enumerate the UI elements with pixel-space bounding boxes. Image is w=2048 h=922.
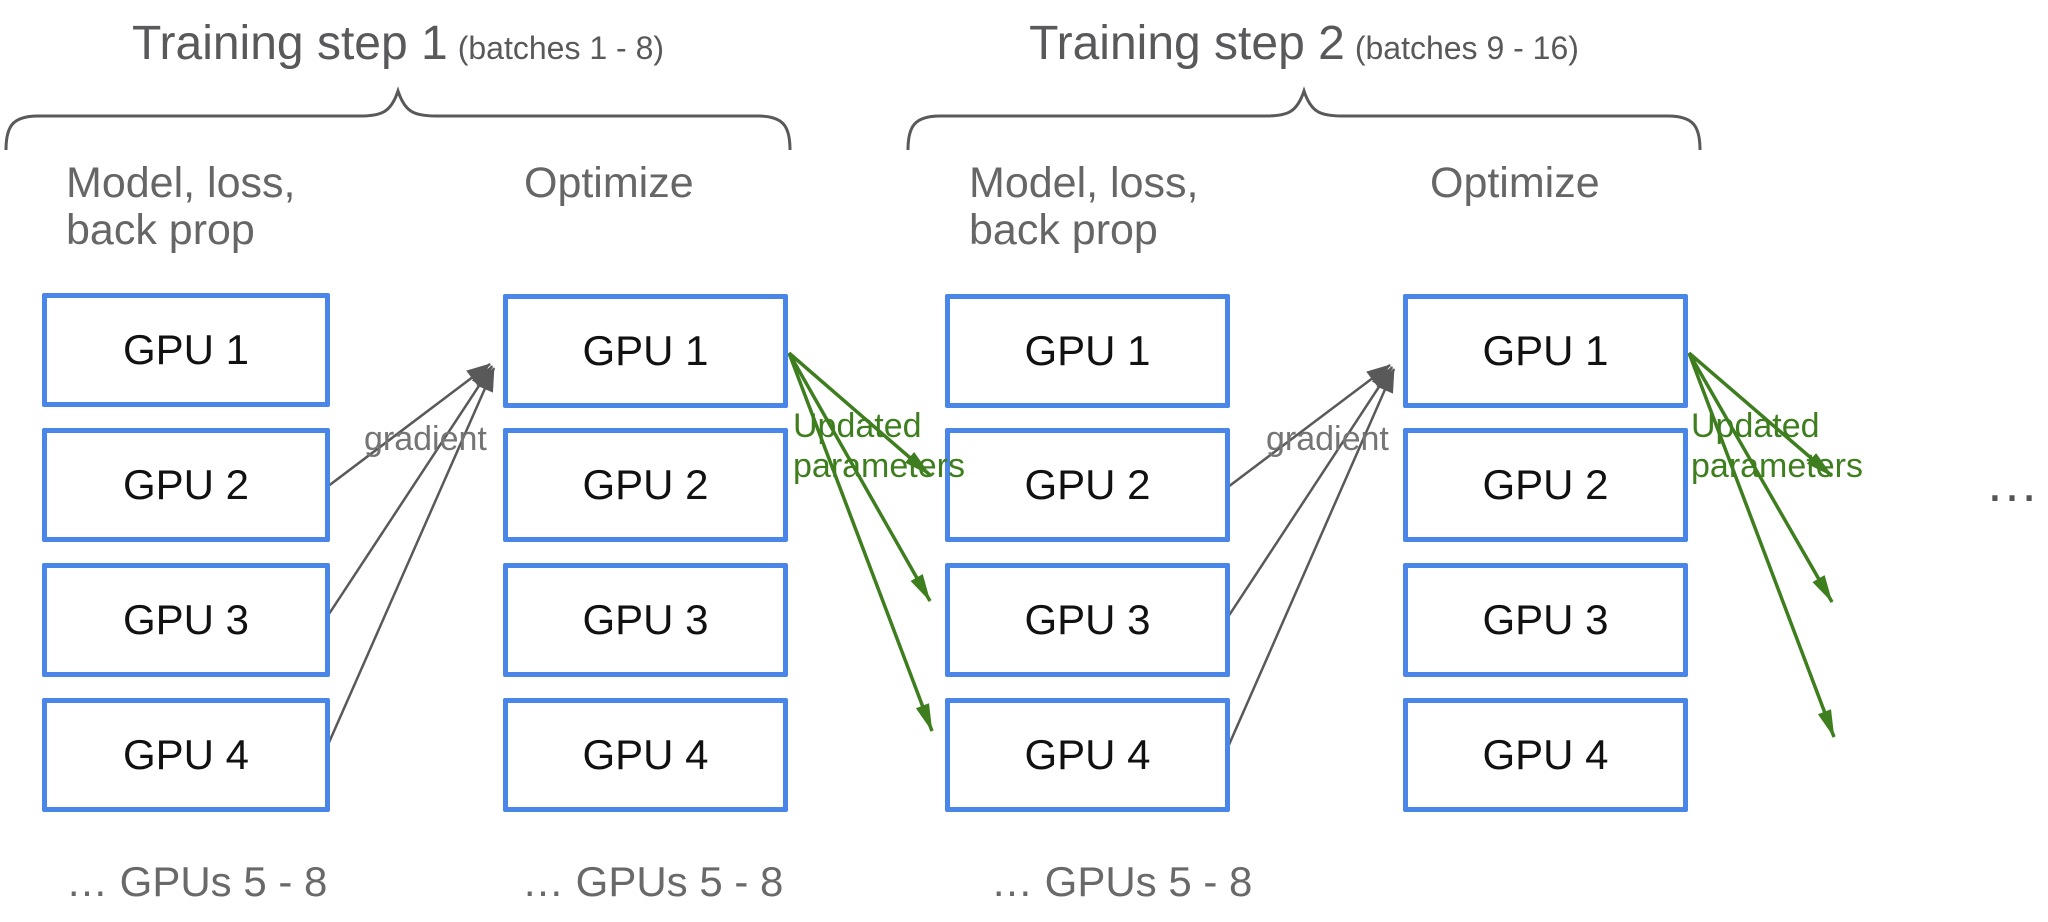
gpu-box-col2-row4: GPU 4: [503, 698, 788, 812]
model-loss-backprop-label-2: Model, loss, back prop: [969, 160, 1198, 254]
model-loss-backprop-label-1: Model, loss, back prop: [66, 160, 295, 254]
model-loss-line1: Model, loss,: [66, 159, 296, 207]
updated-parameters-label-2: Updated parameters: [1691, 406, 1863, 486]
model-loss-line2: back prop: [969, 206, 1158, 254]
gpu-box-col2-row3: GPU 3: [503, 563, 788, 677]
updated-parameters-line2: parameters: [793, 447, 965, 485]
updated-parameters-line2: parameters: [1691, 447, 1863, 485]
gpu-box-col3-row2: GPU 2: [945, 428, 1230, 542]
training-step-1-batches: (batches 1 - 8): [457, 30, 665, 66]
updated-parameters-line1: Updated: [793, 407, 922, 445]
gpu-box-col1-row2: GPU 2: [42, 428, 330, 542]
gpu-box-col3-row4: GPU 4: [945, 698, 1230, 812]
training-step-1-title-text: Training step 1: [131, 17, 448, 70]
gpu-box-col1-row3: GPU 3: [42, 563, 330, 677]
gpu-box-col1-row1: GPU 1: [42, 293, 330, 407]
updated-parameters-line1: Updated: [1691, 407, 1820, 445]
optimize-label-2: Optimize: [1430, 159, 1600, 207]
gpu-box-col2-row1: GPU 1: [503, 294, 788, 408]
training-step-2-batches: (batches 9 - 16): [1354, 30, 1579, 66]
gradient-label-2: gradient: [1266, 420, 1389, 458]
model-loss-line1: Model, loss,: [969, 159, 1199, 207]
training-step-2-title-text: Training step 2: [1029, 17, 1345, 70]
gpu-box-col4-row1: GPU 1: [1403, 294, 1688, 408]
training-step-1-title: Training step 1 (batches 1 - 8): [98, 16, 698, 71]
more-gpus-label-2: … GPUs 5 - 8: [522, 858, 784, 905]
more-gpus-label-3: … GPUs 5 - 8: [991, 858, 1253, 905]
gpu-box-col3-row3: GPU 3: [945, 563, 1230, 677]
gpu-box-col3-row1: GPU 1: [945, 294, 1230, 408]
training-step-2-title: Training step 2 (batches 9 - 16): [1004, 16, 1604, 71]
model-loss-line2: back prop: [66, 206, 255, 254]
updated-parameters-label-1: Updated parameters: [793, 406, 965, 486]
more-gpus-label-1: … GPUs 5 - 8: [66, 858, 328, 905]
optimize-label-1: Optimize: [524, 159, 694, 207]
brace-step-1: [4, 86, 792, 151]
continuation-ellipsis: …: [1985, 453, 2041, 513]
gpu-box-col1-row4: GPU 4: [42, 698, 330, 812]
gpu-box-col2-row2: GPU 2: [503, 428, 788, 542]
gpu-box-col4-row2: GPU 2: [1403, 428, 1688, 542]
gradient-label-1: gradient: [364, 420, 487, 458]
gpu-box-col4-row3: GPU 3: [1403, 563, 1688, 677]
gpu-box-col4-row4: GPU 4: [1403, 698, 1688, 812]
brace-step-2: [906, 86, 1702, 151]
